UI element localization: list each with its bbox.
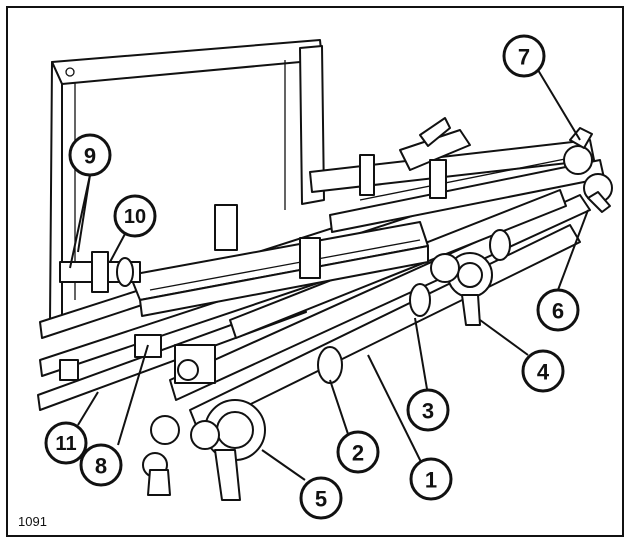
callout-11-label: 11 — [55, 433, 76, 455]
lower-valves — [142, 399, 266, 501]
left-pipe — [59, 251, 141, 293]
upper-right-valves — [563, 127, 613, 213]
callout-10-label: 10 — [124, 206, 146, 228]
callout-9-label: 9 — [84, 144, 96, 169]
callout-8-label: 8 — [95, 454, 107, 479]
callout-7: 7 — [502, 34, 546, 78]
callout-3-label: 3 — [422, 399, 434, 424]
callout-4: 4 — [521, 349, 565, 393]
callout-8: 8 — [79, 443, 123, 487]
callout-5-label: 5 — [315, 487, 327, 512]
callout-5: 5 — [299, 476, 343, 520]
left-clamp — [134, 334, 216, 384]
callout-3: 3 — [406, 388, 450, 432]
callout-1: 1 — [409, 457, 453, 501]
callout-10: 10 — [113, 194, 157, 238]
figure-frame — [6, 6, 624, 537]
callout-9: 9 — [68, 133, 112, 177]
callout-7-label: 7 — [518, 45, 530, 70]
leader-lines — [69, 69, 589, 481]
callout-11: 11 — [44, 421, 88, 465]
callout-2-label: 2 — [352, 441, 364, 466]
callout-4-label: 4 — [537, 360, 550, 385]
cross-beam — [129, 204, 429, 317]
callout-1-label: 1 — [425, 468, 437, 493]
figure-number: 1091 — [18, 514, 47, 529]
callout-2: 2 — [336, 430, 380, 474]
right-valve — [430, 252, 493, 326]
callout-6: 6 — [536, 288, 580, 332]
callout-6-label: 6 — [552, 299, 564, 324]
